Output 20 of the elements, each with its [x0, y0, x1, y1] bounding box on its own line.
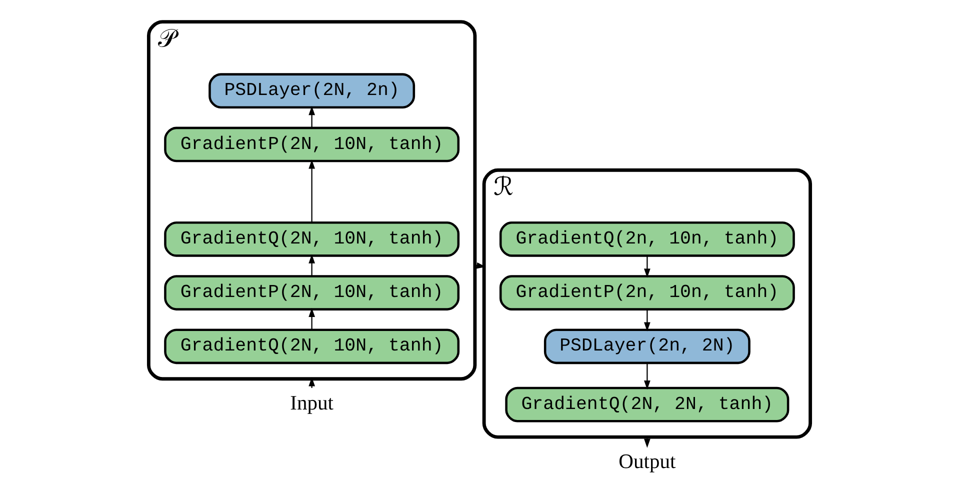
node-box: PSDLayer(2N, 2n) [208, 73, 415, 109]
node-box: GradientQ(2N, 10N, tanh) [164, 328, 460, 364]
node-box: GradientP(2N, 10N, tanh) [164, 126, 460, 162]
node-box: GradientQ(2N, 2N, tanh) [504, 386, 789, 422]
node-text: Output [618, 450, 676, 473]
arrow [643, 310, 650, 332]
node-box: GradientQ(2n, 10n, tanh) [498, 221, 794, 257]
arrow [308, 106, 315, 128]
node-box: GradientP(2N, 10N, tanh) [164, 275, 460, 310]
arrow [643, 437, 650, 448]
arrow [308, 160, 315, 223]
arrow [308, 308, 315, 330]
node-box: PSDLayer(2n, 2N) [543, 328, 750, 364]
arrow [643, 363, 650, 390]
arrow [308, 377, 315, 388]
arrow [643, 256, 650, 278]
arrow [308, 254, 315, 276]
node-box: GradientP(2n, 10n, tanh) [498, 275, 794, 310]
node-text: Input [290, 392, 333, 415]
node-box: GradientQ(2N, 10N, tanh) [164, 221, 460, 257]
